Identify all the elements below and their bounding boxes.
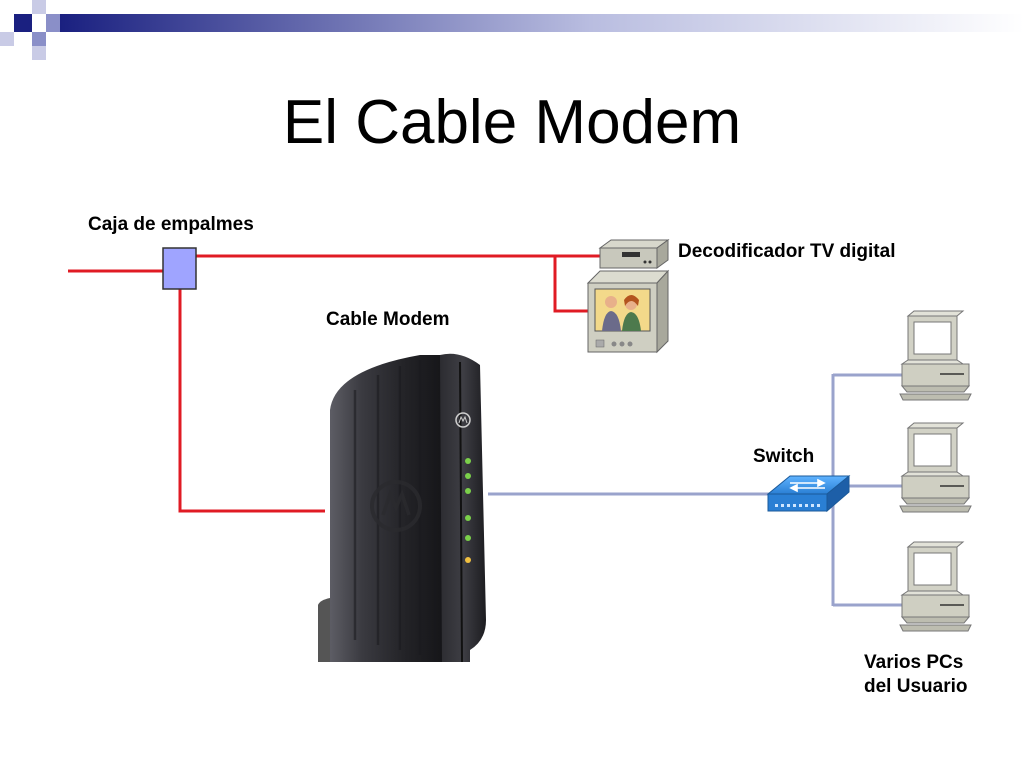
splice-box-label: Caja de empalmes	[88, 214, 254, 235]
pcs-label-line-2: del Usuario	[864, 675, 968, 697]
coax-to-tv-line	[553, 256, 590, 313]
television-icon	[586, 269, 670, 354]
coax-lines	[68, 254, 600, 513]
pcs-label-line-1: Varios PCs	[864, 652, 964, 673]
header-square-6	[32, 46, 46, 60]
set-top-box-icon	[598, 239, 670, 269]
slide-title: El Cable Modem	[282, 88, 742, 157]
coax-to-modem-line	[178, 289, 325, 513]
desktop-pc-icon	[899, 310, 972, 401]
cable-modem-device-icon	[318, 353, 486, 663]
cable-modem-label: Cable Modem	[326, 309, 450, 330]
header-square-1	[14, 14, 32, 32]
header-square-4	[32, 32, 46, 46]
switch-label: Switch	[753, 446, 815, 467]
header-square-3	[46, 14, 60, 32]
pc-group	[899, 310, 972, 632]
network-switch-icon	[766, 474, 851, 513]
header-decoration	[0, 0, 1024, 60]
header-square-5	[0, 32, 14, 46]
header-gradient-bar	[60, 14, 1024, 32]
desktop-pc-icon	[899, 541, 972, 632]
desktop-pc-icon	[899, 422, 972, 513]
pcs-label: Varios PCs del Usuario	[864, 651, 967, 699]
junction-box-icon	[162, 247, 197, 290]
tv-decoder-label: Decodificador TV digital	[678, 241, 896, 262]
header-square-2	[32, 0, 46, 14]
